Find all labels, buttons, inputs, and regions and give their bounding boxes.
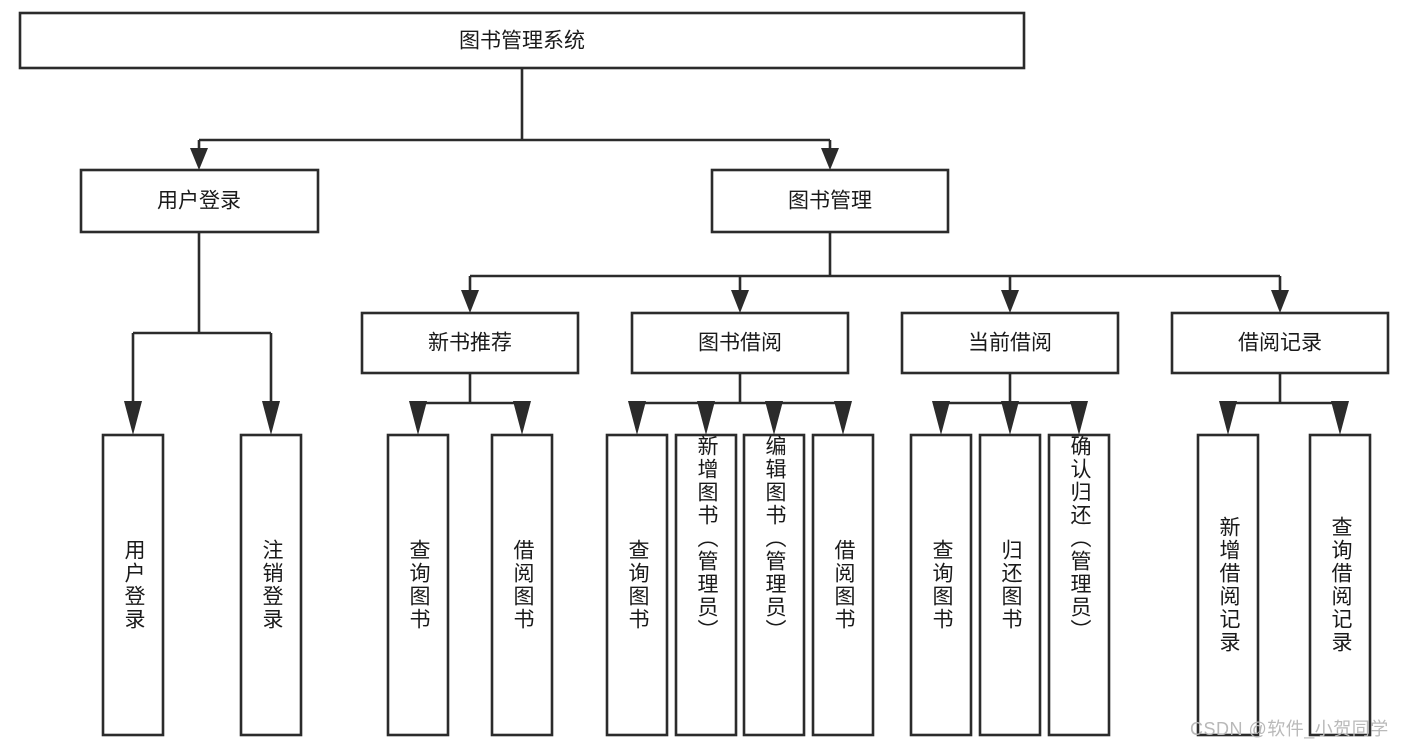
arrow-head-leaf-add-book [697, 401, 715, 435]
connector-book-management-to-level2 [461, 232, 1289, 313]
node-new-book-recommend[interactable]: 新书推荐 [360, 311, 580, 375]
arrow-head-leaf-query-book-1 [409, 401, 427, 435]
node-new-book-recommend-label: 新书推荐 [428, 332, 512, 355]
leaf-box-logout[interactable] [239, 433, 303, 737]
arrow-head-leaf-user-login [124, 401, 142, 435]
leaf-box-add-record[interactable] [1196, 433, 1260, 737]
node-borrow-record[interactable]: 借阅记录 [1170, 311, 1390, 375]
node-book-management[interactable]: 图书管理 [710, 168, 950, 234]
arrow-head-leaf-query-book-2 [628, 401, 646, 435]
node-book-management-label: 图书管理 [788, 190, 872, 213]
arrow-head-leaf-borrow-book-2 [834, 401, 852, 435]
arrow-head-leaf-logout [262, 401, 280, 435]
leaf-boxes-user-login [101, 433, 303, 737]
leaf-box-user-login[interactable] [101, 433, 165, 737]
connector-new-book-recommend-to-leaves [409, 373, 531, 435]
node-user-login-label: 用户登录 [157, 190, 241, 213]
arrow-head-leaf-confirm-return [1070, 401, 1088, 435]
connector-user-login-to-leaves [124, 232, 280, 435]
arrow-head-book-borrow [731, 290, 749, 313]
node-borrow-record-box[interactable] [1170, 311, 1390, 375]
node-user-login[interactable]: 用户登录 [79, 168, 320, 234]
node-book-borrow-label: 图书借阅 [698, 332, 782, 355]
arrow-head-leaf-query-record [1331, 401, 1349, 435]
arrow-head-book-management [821, 148, 839, 170]
leaf-box-borrow-book-1[interactable] [490, 433, 554, 737]
leaf-box-confirm-return[interactable] [1047, 433, 1111, 737]
node-root-label: 图书管理系统 [459, 30, 585, 53]
node-root-box[interactable] [18, 11, 1026, 70]
node-new-book-recommend-box[interactable] [360, 311, 580, 375]
node-borrow-record-label: 借阅记录 [1238, 332, 1322, 355]
node-book-borrow[interactable]: 图书借阅 [630, 311, 850, 375]
leaf-box-query-record[interactable] [1308, 433, 1372, 737]
node-root[interactable]: 图书管理系统 [18, 11, 1026, 70]
leaf-boxes-current-borrow [909, 433, 1111, 737]
leaf-box-query-book-3[interactable] [909, 433, 973, 737]
leaf-box-edit-book[interactable] [742, 433, 806, 737]
arrow-head-borrow-record [1271, 290, 1289, 313]
leaf-boxes-new-book-recommend [386, 433, 554, 737]
leaf-box-borrow-book-2[interactable] [811, 433, 875, 737]
leaf-box-query-book-2[interactable] [605, 433, 669, 737]
arrow-head-user-login [190, 148, 208, 170]
leaf-boxes-borrow-record [1196, 433, 1372, 737]
node-current-borrow-label: 当前借阅 [968, 332, 1052, 355]
node-current-borrow[interactable]: 当前借阅 [900, 311, 1120, 375]
leaf-box-return-book[interactable] [978, 433, 1042, 737]
node-current-borrow-box[interactable] [900, 311, 1120, 375]
arrow-head-leaf-query-book-3 [932, 401, 950, 435]
connector-root-to-level1 [190, 68, 839, 170]
leaf-box-add-book[interactable] [674, 433, 738, 737]
node-book-borrow-box[interactable] [630, 311, 850, 375]
csdn-watermark: CSDN @软件_小贺同学 [1190, 719, 1389, 739]
leaf-box-query-book-1[interactable] [386, 433, 450, 737]
node-user-login-box[interactable] [79, 168, 320, 234]
arrow-head-new-book-recommend [461, 290, 479, 313]
connector-current-borrow-to-leaves [932, 373, 1088, 435]
arrow-head-current-borrow [1001, 290, 1019, 313]
arrow-head-leaf-edit-book [765, 401, 783, 435]
node-book-management-box[interactable] [710, 168, 950, 234]
connector-borrow-record-to-leaves [1219, 373, 1349, 435]
leaf-boxes-book-borrow [605, 433, 875, 737]
arrow-head-leaf-add-record [1219, 401, 1237, 435]
connector-book-borrow-to-leaves [628, 373, 852, 435]
arrow-head-leaf-return-book [1001, 401, 1019, 435]
arrow-head-leaf-borrow-book-1 [513, 401, 531, 435]
